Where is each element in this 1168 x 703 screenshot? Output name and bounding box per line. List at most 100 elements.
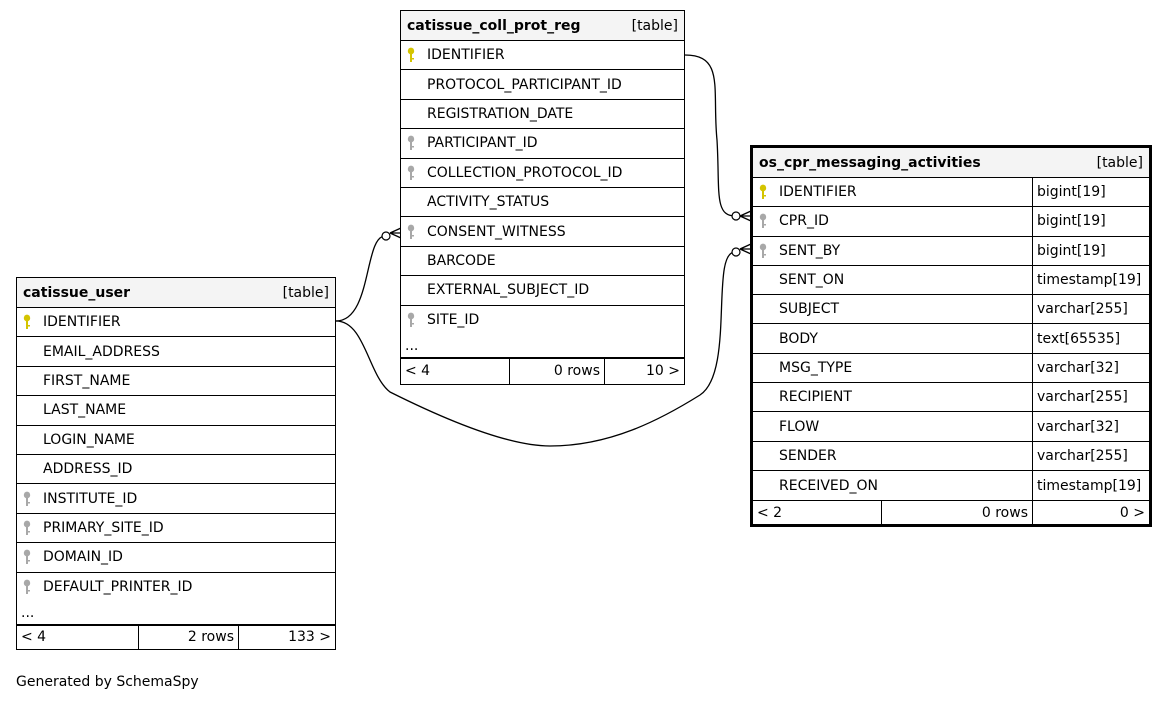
column-name: DEFAULT_PRINTER_ID [43,579,193,596]
column-type: timestamp[19] [1032,470,1149,501]
column-row[interactable]: EMAIL_ADDRESS [17,337,335,367]
table-name: catissue_coll_prot_reg [407,17,581,34]
column-name: RECIPIENT [779,389,852,406]
generator-credit: Generated by SchemaSpy [16,674,199,690]
children-count[interactable]: 133 > [238,625,335,649]
column-name-cell: SENDER [753,442,1032,470]
column-name: INSTITUTE_ID [43,490,138,507]
rel-crowfoot [739,243,752,255]
foreign-key-icon [401,224,421,240]
column-row[interactable]: IDENTIFIER [401,41,684,71]
column-row[interactable]: LAST_NAME [17,396,335,426]
column-row[interactable]: ADDRESS_ID [17,455,335,485]
column-name-cell: BODY [753,324,1032,352]
column-row[interactable]: RECIPIENT varchar[255] [753,383,1149,413]
column-name: FIRST_NAME [43,372,131,389]
column-name: EMAIL_ADDRESS [43,343,160,360]
column-name-cell: FLOW [753,412,1032,440]
column-name: ACTIVITY_STATUS [427,194,550,211]
table-header[interactable]: catissue_coll_prot_reg [table] [401,11,684,41]
row-count: 0 rows [509,358,604,384]
column-name-cell: SENT_BY [753,237,1032,265]
table-catissue-user[interactable]: catissue_user [table] IDENTIFIER EMAIL_AD… [16,277,336,650]
column-name-cell: SITE_ID [401,306,684,335]
column-row[interactable]: INSTITUTE_ID [17,484,335,514]
column-name-cell: CPR_ID [753,207,1032,235]
foreign-key-icon [401,165,421,181]
column-name: IDENTIFIER [427,47,505,64]
row-count: 0 rows [881,501,1032,525]
table-footer: < 4 2 rows 133 > [17,624,335,649]
rel-end-circle [731,211,741,221]
table-os-cpr-messaging-activities[interactable]: os_cpr_messaging_activities [table] IDEN… [750,145,1152,528]
column-name-cell: MSG_TYPE [753,354,1032,382]
column-name: IDENTIFIER [779,184,857,201]
column-type: varchar[255] [1032,295,1149,324]
rel-crowfoot [739,210,752,222]
table-footer: < 4 0 rows 10 > [401,357,684,384]
foreign-key-icon [17,491,37,507]
column-row[interactable]: REGISTRATION_DATE [401,100,684,130]
parents-count[interactable]: < 2 [757,504,783,521]
column-row[interactable]: SITE_ID [401,306,684,335]
column-name: LAST_NAME [43,402,127,419]
foreign-key-icon [753,243,773,259]
column-row[interactable]: BARCODE [401,247,684,277]
column-row[interactable]: LOGIN_NAME [17,426,335,455]
table-header[interactable]: catissue_user [table] [17,278,335,308]
rel-user-to-messaging [335,251,736,447]
column-name-cell: PRIMARY_SITE_ID [17,514,335,542]
column-row[interactable]: PARTICIPANT_ID [401,129,684,159]
foreign-key-icon [17,579,37,595]
column-row[interactable]: PROTOCOL_PARTICIPANT_ID [401,70,684,100]
column-row[interactable]: PRIMARY_SITE_ID [17,514,335,544]
column-row[interactable]: FLOW varchar[32] [753,412,1149,442]
column-name-cell: BARCODE [401,247,684,275]
column-type: varchar[32] [1032,412,1149,441]
table-header[interactable]: os_cpr_messaging_activities [table] [753,148,1149,178]
column-name: IDENTIFIER [43,314,121,331]
column-row[interactable]: COLLECTION_PROTOCOL_ID [401,159,684,188]
column-name-cell: ACTIVITY_STATUS [401,188,684,216]
column-name: SITE_ID [427,312,480,329]
column-name-cell: PROTOCOL_PARTICIPANT_ID [401,70,684,98]
column-row[interactable]: ACTIVITY_STATUS [401,188,684,218]
column-type: varchar[255] [1032,383,1149,412]
table-catissue-coll-prot-reg[interactable]: catissue_coll_prot_reg [table] IDENTIFIE… [400,10,685,385]
table-kind: [table] [282,284,329,301]
column-name: SUBJECT [779,301,840,318]
column-row[interactable]: CONSENT_WITNESS [401,217,684,247]
column-row[interactable]: EXTERNAL_SUBJECT_ID [401,276,684,306]
column-name: CONSENT_WITNESS [427,223,566,240]
column-name: REGISTRATION_DATE [427,105,574,122]
column-name-cell: CONSENT_WITNESS [401,217,684,245]
column-name-cell: FIRST_NAME [17,367,335,395]
column-name-cell: IDENTIFIER [401,41,684,69]
column-name: SENT_ON [779,272,845,289]
column-name: BARCODE [427,252,496,269]
column-row[interactable]: SUBJECT varchar[255] [753,295,1149,325]
primary-key-icon [401,47,421,63]
parents-count[interactable]: < 4 [405,363,431,380]
parents-count[interactable]: < 4 [21,629,47,646]
children-count[interactable]: 0 > [1032,501,1149,525]
children-count[interactable]: 10 > [604,358,684,384]
column-name: EXTERNAL_SUBJECT_ID [427,282,590,299]
column-row[interactable]: DEFAULT_PRINTER_ID [17,573,335,602]
column-row[interactable]: IDENTIFIER [17,308,335,338]
column-row[interactable]: FIRST_NAME [17,367,335,397]
column-name: LOGIN_NAME [43,431,135,448]
column-name: FLOW [779,418,820,435]
column-row[interactable]: DOMAIN_ID [17,543,335,573]
table-name: catissue_user [23,284,131,301]
column-name-cell: LOGIN_NAME [17,426,335,454]
